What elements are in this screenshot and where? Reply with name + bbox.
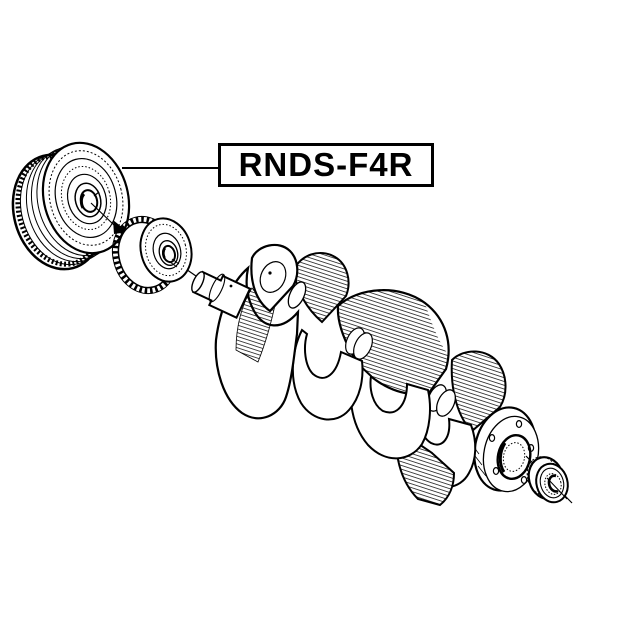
part-code-label: RNDS-F4R [238, 146, 414, 183]
pilot-bearing-drawing [525, 455, 573, 504]
crankshaft-pulley-drawing [11, 141, 131, 271]
rear-flange-drawing [472, 406, 540, 493]
crankshaft-drawing [191, 243, 540, 507]
timing-sprocket-drawing [111, 215, 193, 295]
part-code-callout: RNDS-F4R [218, 143, 434, 187]
